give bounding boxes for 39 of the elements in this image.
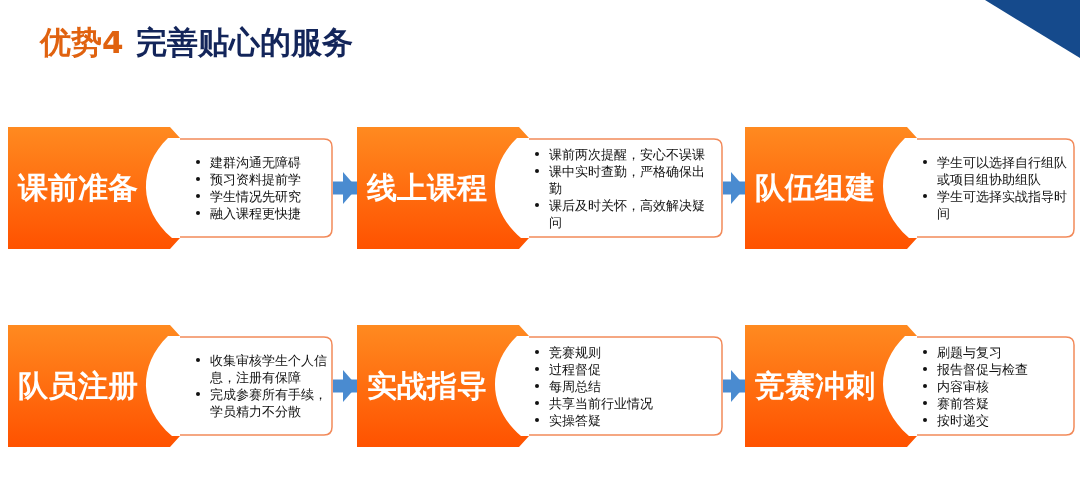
bullet-item: 共享当前行业情况	[549, 395, 653, 411]
stage-box: 竞赛冲刺	[745, 325, 917, 447]
arrow	[333, 172, 357, 204]
stage-box: 线上课程	[357, 127, 529, 249]
stage-box: 实战指导	[357, 325, 529, 447]
stage-box: 队员注册	[8, 325, 180, 447]
bullet-panel	[917, 138, 1075, 238]
arrow	[333, 370, 357, 402]
bullet-panel	[180, 336, 333, 436]
bullet-item: 课后及时关怀，高效解决疑问	[549, 197, 705, 230]
bullet-item: 赛前答疑	[937, 395, 989, 411]
bullet-panel	[529, 336, 723, 436]
bullet-item: 预习资料提前学	[210, 172, 301, 187]
bullet-item: 按时递交	[937, 412, 989, 428]
bullet-item: 融入课程更快捷	[210, 206, 301, 221]
bullet-item: 课前两次提醒，安心不误课	[549, 146, 705, 162]
bullet-item: 收集审核学生个人信息，注册有保障	[210, 353, 327, 385]
bullet-panel	[917, 336, 1075, 436]
bullet-item: 建群沟通无障碍	[210, 155, 301, 170]
bullet-item: 每周总结	[549, 378, 601, 394]
bullet-panel	[180, 138, 333, 238]
stage-box: 队伍组建	[745, 127, 917, 249]
bullet-item: 学生可选择实战指导时间	[937, 189, 1067, 221]
bullet-panel	[529, 138, 723, 238]
bullet-item: 竞赛规则	[549, 344, 601, 360]
bullet-item: 内容审核	[937, 378, 989, 394]
stage-box: 课前准备	[8, 127, 180, 249]
heading-prefix: 优势4	[40, 23, 124, 62]
bullet-item: 学生情况先研究	[210, 189, 301, 204]
arrow	[723, 370, 745, 402]
bullet-item: 完成参赛所有手续，学员精力不分散	[210, 387, 327, 419]
bullet-item: 学生可以选择自行组队或项目组协助组队	[937, 155, 1067, 187]
bullet-item: 报告督促与检查	[937, 361, 1028, 377]
bullet-item: 过程督促	[549, 361, 601, 377]
bullet-item: 课中实时查勤，严格确保出勤	[549, 163, 705, 196]
bullet-item: 实操答疑	[549, 412, 601, 428]
bullet-item: 刷题与复习	[937, 344, 1002, 360]
arrow	[723, 172, 745, 204]
title: 完善贴心的服务	[135, 23, 353, 62]
